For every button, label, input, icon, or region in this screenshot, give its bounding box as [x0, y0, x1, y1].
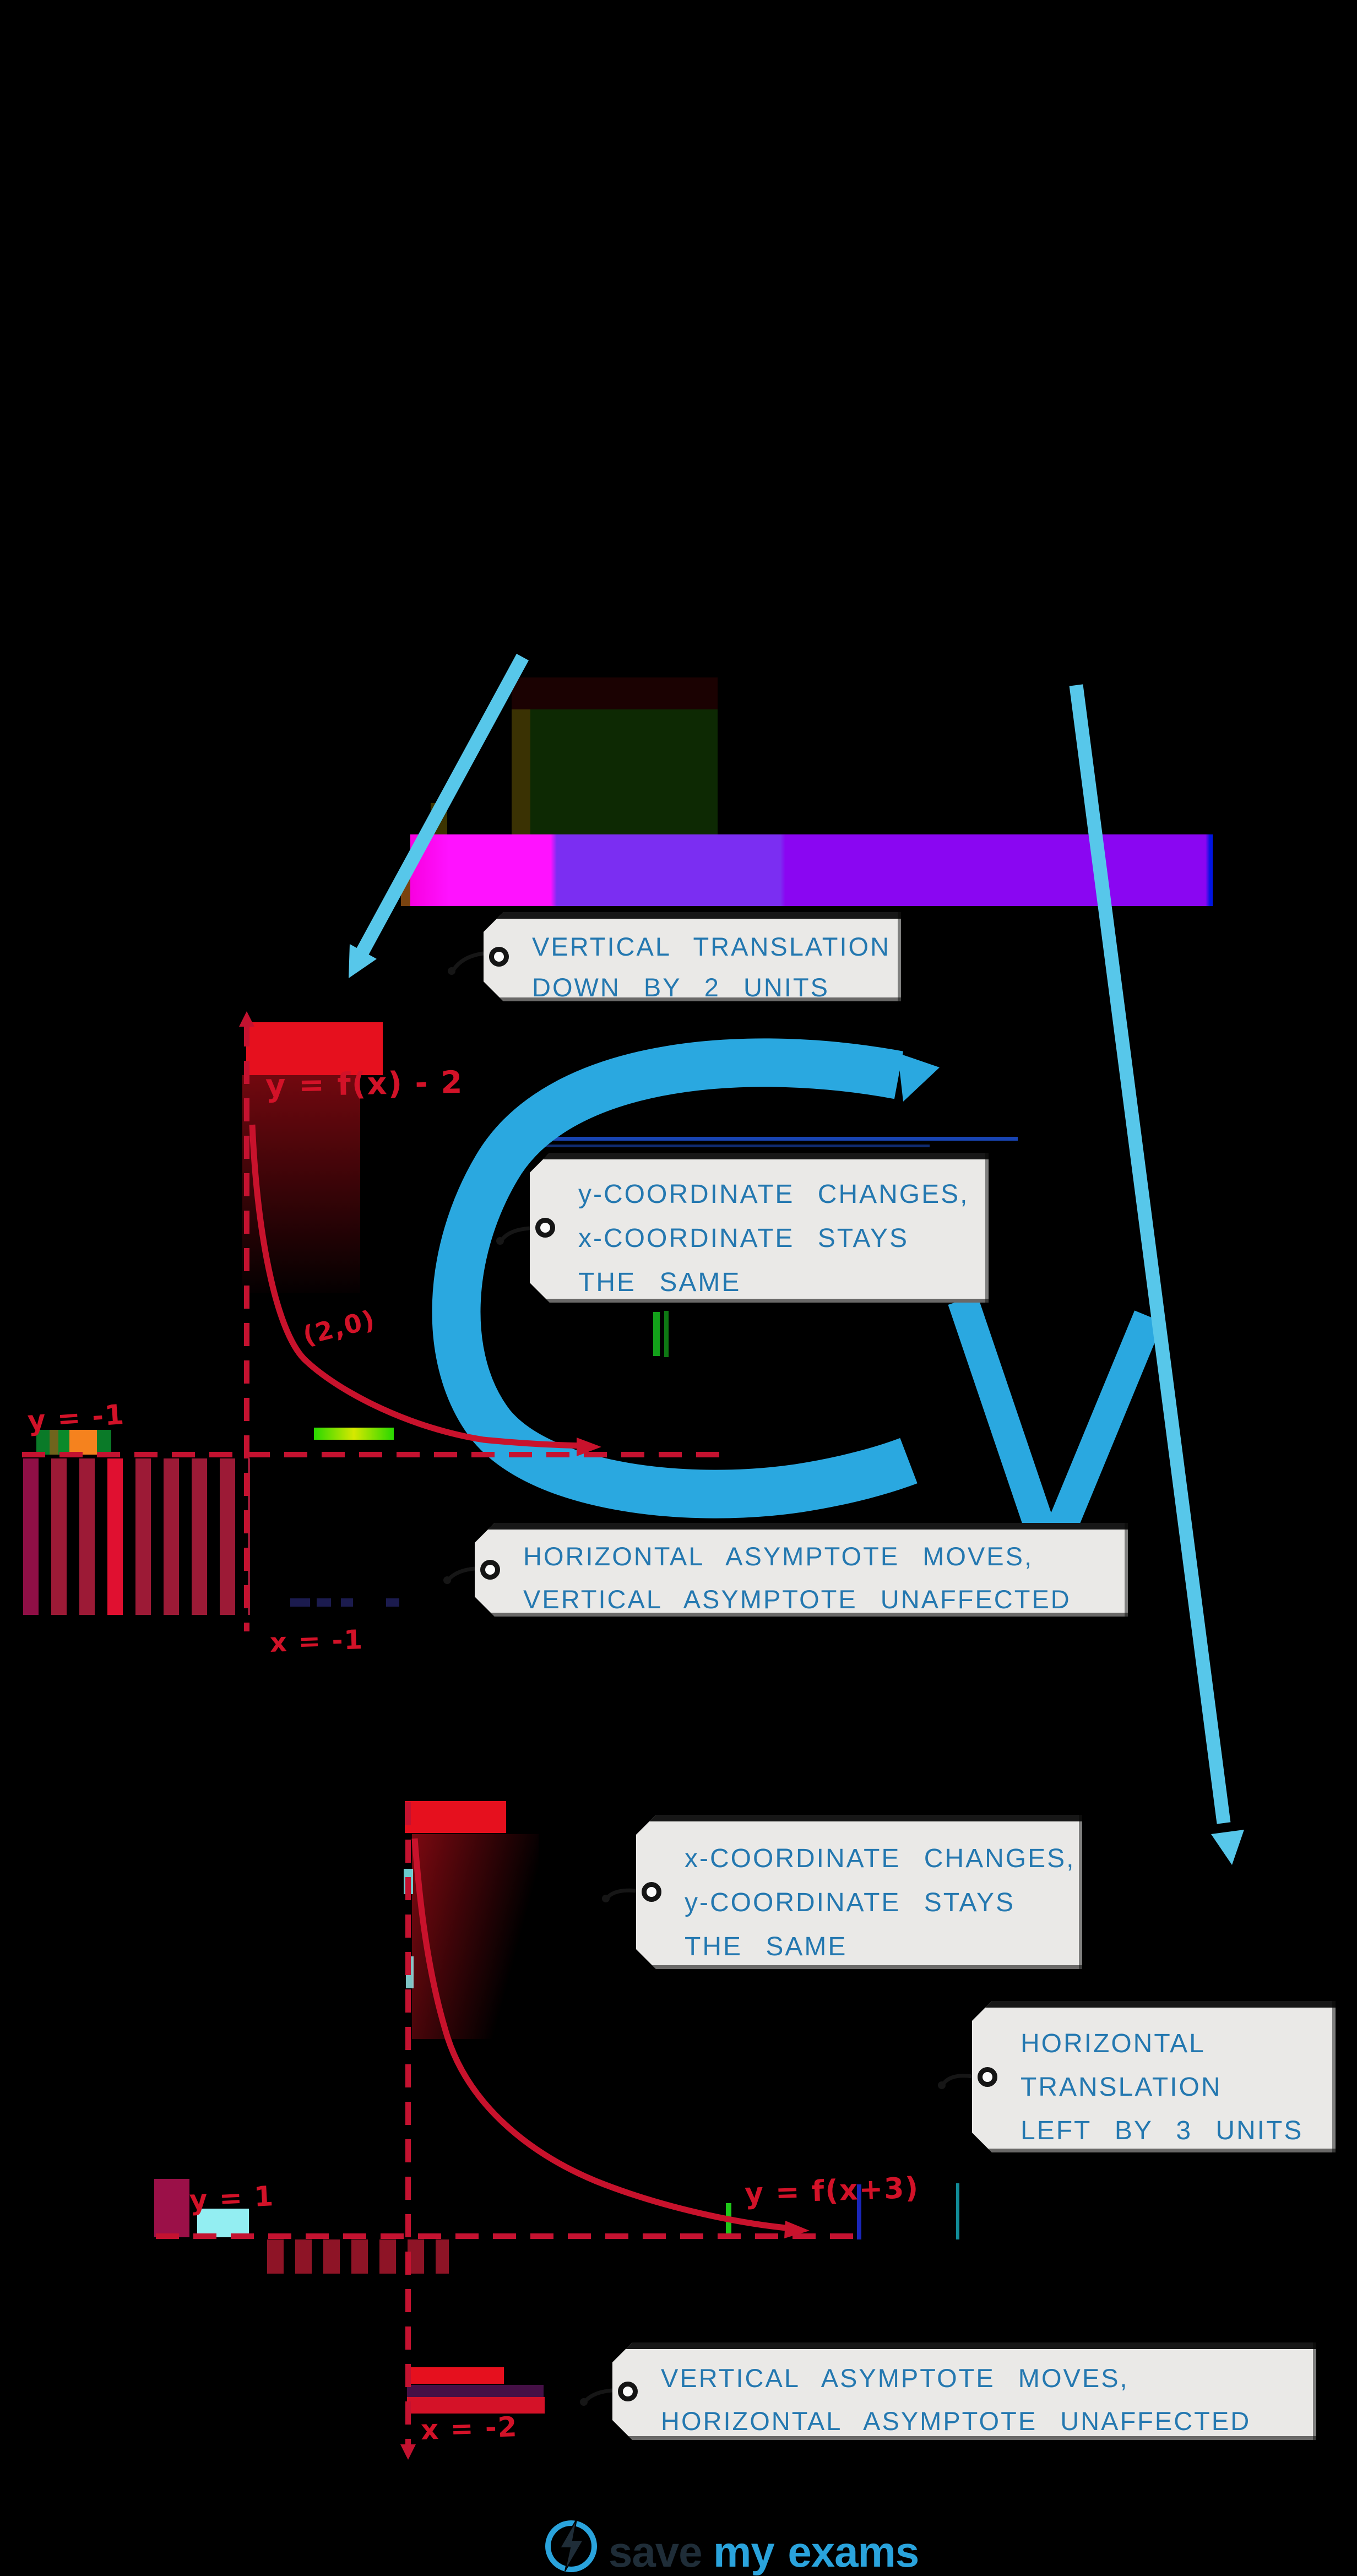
artifact-cyan-thin	[956, 2183, 959, 2239]
artifact-picket-accent-2	[107, 1458, 123, 1615]
artifact-navy-dash-4	[386, 1598, 399, 1607]
arrow-down-right	[1069, 684, 1244, 1865]
artifact-navy-dash-1	[290, 1598, 310, 1607]
callout-line: DOWN BY 2 UNITS	[532, 973, 829, 1002]
callout-line: y-COORDINATE CHANGES,	[578, 1180, 969, 1209]
callout-y-coordinate: y-COORDINATE CHANGES, x-COORDINATE STAYS…	[530, 1153, 989, 1303]
artifact-navy-dash-3	[341, 1598, 353, 1607]
artifact-gradient-bar	[410, 834, 1213, 906]
tag-strings	[443, 951, 973, 2406]
graph2-curve	[411, 1838, 810, 2238]
graph2-horizontal-asymptote-label: y = 1	[188, 2180, 275, 2216]
artifact-cyan-block-g2	[197, 2209, 249, 2237]
artifact-blue-streak-1	[544, 1137, 1018, 1141]
arrow-down-left	[349, 654, 529, 978]
callout-line: y-COORDINATE STAYS	[685, 1888, 1016, 1917]
tag-hole-icon	[978, 2067, 997, 2087]
artifact-red-block-g1	[246, 1022, 383, 1075]
callout-line: THE SAME	[578, 1268, 741, 1297]
graph1-vertical-asymptote-line	[239, 1011, 254, 1631]
artifact-picket-accent-1	[23, 1458, 39, 1615]
artifact-red-fade-g1	[242, 1075, 360, 1293]
artifact-green-streak-2	[664, 1311, 669, 1357]
tag-hole-icon	[535, 1218, 555, 1238]
graph2-equation-label: y = f(x+3)	[744, 2171, 920, 2211]
callout-line: TRANSLATION	[1021, 2073, 1222, 2102]
callout-line: LEFT BY 3 UNITS	[1021, 2116, 1304, 2145]
callout-line: HORIZONTAL ASYMPTOTE MOVES,	[523, 1542, 1034, 1571]
artifact-picket-fence-g2	[267, 2239, 449, 2274]
graph2-vertical-asymptote-line	[400, 1802, 416, 2460]
graph1-horizontal-asymptote-label: y = -1	[26, 1398, 126, 1438]
artifact-picket-fence-g1	[23, 1458, 250, 1615]
graph1-curve	[249, 1124, 601, 1456]
callout-line: x-COORDINATE STAYS	[578, 1224, 909, 1253]
artifact-greenyellow-bar	[314, 1428, 394, 1440]
artifact-purple-band	[407, 2385, 544, 2397]
callout-line: THE SAME	[685, 1932, 848, 1961]
logo-text-myexams: my exams	[713, 2528, 919, 2576]
callout-line: VERTICAL ASYMPTOTE UNAFFECTED	[523, 1585, 1071, 1614]
callout-vertical-asymptote: VERTICAL ASYMPTOTE MOVES, HORIZONTAL ASY…	[612, 2342, 1316, 2440]
artifact-orange-block	[69, 1430, 97, 1455]
artifact-red-block-g2	[405, 1801, 506, 1833]
callout-vertical-translation: VERTICAL TRANSLATION DOWN BY 2 UNITS	[484, 912, 901, 1001]
artifact-blue-streak-2	[544, 1145, 930, 1147]
artifact-red-fade-g2	[412, 1834, 539, 2039]
callout-line: HORIZONTAL ASYMPTOTE UNAFFECTED	[661, 2406, 1251, 2436]
artifact-olive-block	[50, 1430, 58, 1455]
logo-text-save: save	[609, 2528, 703, 2576]
artifact-darkred-band	[512, 677, 718, 709]
callout-x-coordinate: x-COORDINATE CHANGES, y-COORDINATE STAYS…	[636, 1815, 1082, 1969]
graph1-vertical-asymptote-label: x = -1	[269, 1624, 364, 1658]
artifact-magenta-block-g2	[154, 2179, 189, 2237]
artifact-green-block-3	[97, 1430, 111, 1455]
artifact-navy-dash-2	[317, 1598, 331, 1607]
artifact-blue-thin	[857, 2184, 861, 2239]
callout-horizontal-asymptote: HORIZONTAL ASYMPTOTE MOVES, VERTICAL ASY…	[475, 1523, 1128, 1617]
callout-horizontal-translation: HORIZONTAL TRANSLATION LEFT BY 3 UNITS	[972, 2001, 1336, 2152]
tag-hole-icon	[618, 2382, 638, 2401]
artifact-green-block-2	[58, 1430, 69, 1455]
graph1-equation-label: y = f(x) - 2	[265, 1064, 464, 1104]
graph2-vertical-asymptote-label: x = -2	[420, 2410, 519, 2447]
tag-hole-icon	[642, 1882, 661, 1902]
callout-line: VERTICAL TRANSLATION	[532, 932, 891, 961]
artifact-green-streak-1	[653, 1312, 660, 1356]
callout-line: HORIZONTAL	[1021, 2029, 1206, 2058]
savemyexams-bolt-icon	[545, 2519, 597, 2572]
artifact-darkgreen-box	[512, 709, 718, 834]
tag-hole-icon	[489, 947, 509, 967]
tag-hole-icon	[480, 1560, 500, 1580]
artifact-red-band-b	[407, 2397, 545, 2414]
callout-line: x-COORDINATE CHANGES,	[685, 1844, 1076, 1873]
callout-line: VERTICAL ASYMPTOTE MOVES,	[661, 2363, 1129, 2393]
artifact-green-block-1	[36, 1430, 50, 1455]
savemyexams-watermark-icon	[432, 1038, 1163, 1601]
artifact-red-band-a	[406, 2367, 504, 2384]
